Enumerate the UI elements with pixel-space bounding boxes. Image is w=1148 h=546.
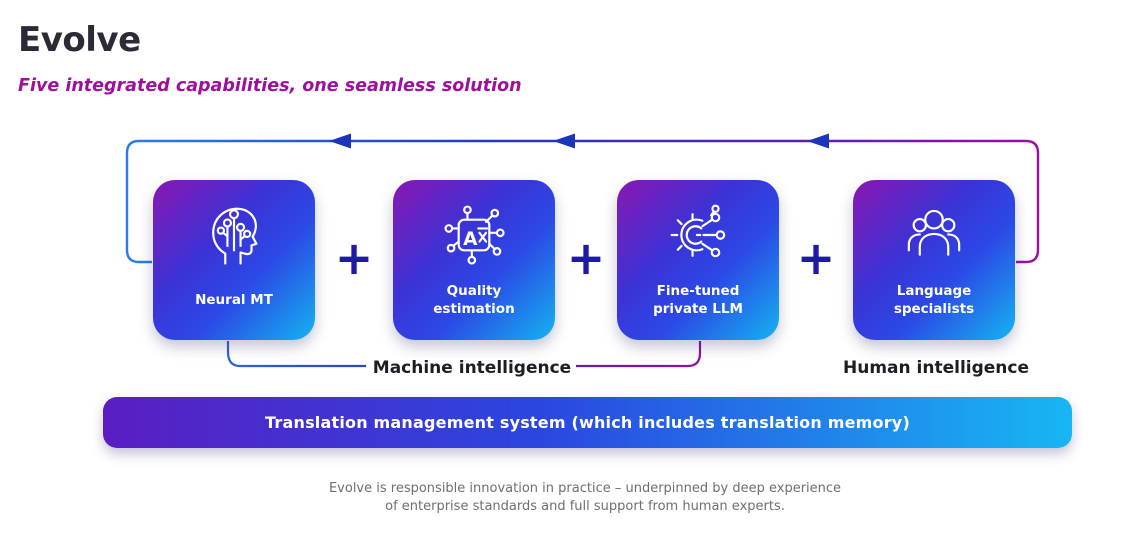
machine-bracket-right-line	[576, 341, 702, 368]
card-label: Quality estimation	[433, 283, 515, 317]
tms-bar: Translation management system (which inc…	[103, 397, 1072, 448]
plus-separator-2: +	[566, 231, 606, 285]
card-label: Neural MT	[195, 292, 273, 309]
card-label: Language specialists	[893, 283, 975, 317]
plus-separator-1: +	[334, 231, 374, 285]
page-subtitle: Five integrated capabilities, one seamle…	[18, 76, 522, 96]
plus-separator-3: +	[796, 231, 836, 285]
card-fine-tuned-llm: Fine-tuned private LLM	[617, 180, 779, 340]
page-title: Evolve	[18, 20, 141, 60]
card-label: Fine-tuned private LLM	[653, 283, 743, 317]
card-quality-estimation: A Quality estimation	[393, 180, 555, 340]
tms-bar-label: Translation management system (which inc…	[265, 413, 910, 432]
svg-text:A: A	[463, 229, 478, 250]
neural-mt-icon	[199, 200, 269, 270]
machine-bracket-left-line	[226, 341, 366, 368]
arrowhead-left-icon	[329, 133, 351, 149]
card-language-specialists: Language specialists	[853, 180, 1015, 340]
caption-text: Evolve is responsible innovation in prac…	[328, 481, 842, 514]
human-intelligence-label: Human intelligence	[842, 358, 1030, 378]
arrowhead-middle-icon	[553, 133, 575, 149]
arrowhead-right-icon	[807, 133, 829, 149]
card-neural-mt: Neural MT	[153, 180, 315, 340]
machine-intelligence-label: Machine intelligence	[372, 358, 572, 378]
language-specialists-people-icon	[899, 200, 969, 270]
fine-tuned-llm-gear-icon	[663, 200, 733, 270]
quality-estimation-chip-icon: A	[439, 200, 509, 270]
